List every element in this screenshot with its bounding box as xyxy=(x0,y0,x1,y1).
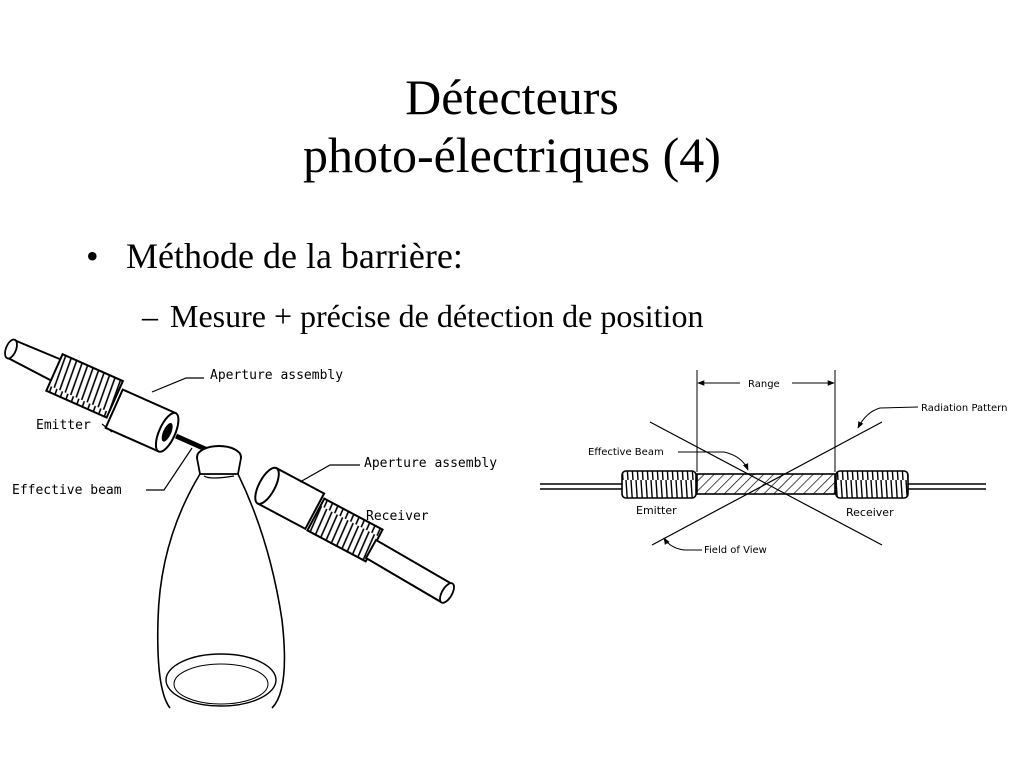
left-figure: Aperture assembly Emitter Effective beam… xyxy=(4,338,497,709)
label-field-of-view: Field of View xyxy=(704,545,767,556)
bullet-sub: –Mesure + précise de détection de positi… xyxy=(142,296,703,336)
label-emitter-left: Emitter xyxy=(36,418,91,433)
leader-field-of-view xyxy=(663,537,702,551)
emitter-body-right xyxy=(621,470,697,499)
slide-title: Détecteurs photo-électriques (4) xyxy=(0,68,1024,184)
leader-emitter xyxy=(101,423,113,433)
bullet-sub-text: Mesure + précise de détection de positio… xyxy=(170,298,704,334)
emitter-aperture xyxy=(104,388,180,453)
label-receiver-right: Receiver xyxy=(846,506,894,519)
leader-effective-beam-right xyxy=(678,451,749,471)
label-emitter-right: Emitter xyxy=(636,504,677,517)
emitter-body xyxy=(44,352,125,419)
bullet-main: • Méthode de la barrière: xyxy=(86,234,463,278)
sub-bullet-marker: – xyxy=(142,298,158,334)
label-receiver-left: Receiver xyxy=(366,509,429,524)
right-figure: Range Radiation Pattern Effective Beam E… xyxy=(540,370,1007,556)
title-line-2: photo-électriques (4) xyxy=(303,127,721,183)
label-range: Range xyxy=(748,379,780,390)
receiver-body-right xyxy=(835,470,909,499)
bullet-main-text: Méthode de la barrière: xyxy=(126,236,463,276)
label-effective-beam-left: Effective beam xyxy=(12,483,122,498)
radiation-line-2 xyxy=(651,421,883,546)
leader-effective-beam xyxy=(146,447,193,491)
bullet-marker: • xyxy=(86,236,99,276)
label-aperture-right: Aperture assembly xyxy=(364,456,497,471)
leader-aperture-top xyxy=(151,377,204,393)
receiver-cable xyxy=(364,538,455,604)
bottle xyxy=(156,445,286,709)
label-radiation-pattern: Radiation Pattern xyxy=(921,403,1007,414)
leader-aperture-right xyxy=(299,464,360,483)
title-line-1: Détecteurs xyxy=(405,69,619,125)
label-aperture-top: Aperture assembly xyxy=(210,368,343,383)
leader-radiation xyxy=(857,406,919,429)
label-effective-beam-right: Effective Beam xyxy=(588,447,664,458)
receiver-aperture xyxy=(254,466,326,531)
